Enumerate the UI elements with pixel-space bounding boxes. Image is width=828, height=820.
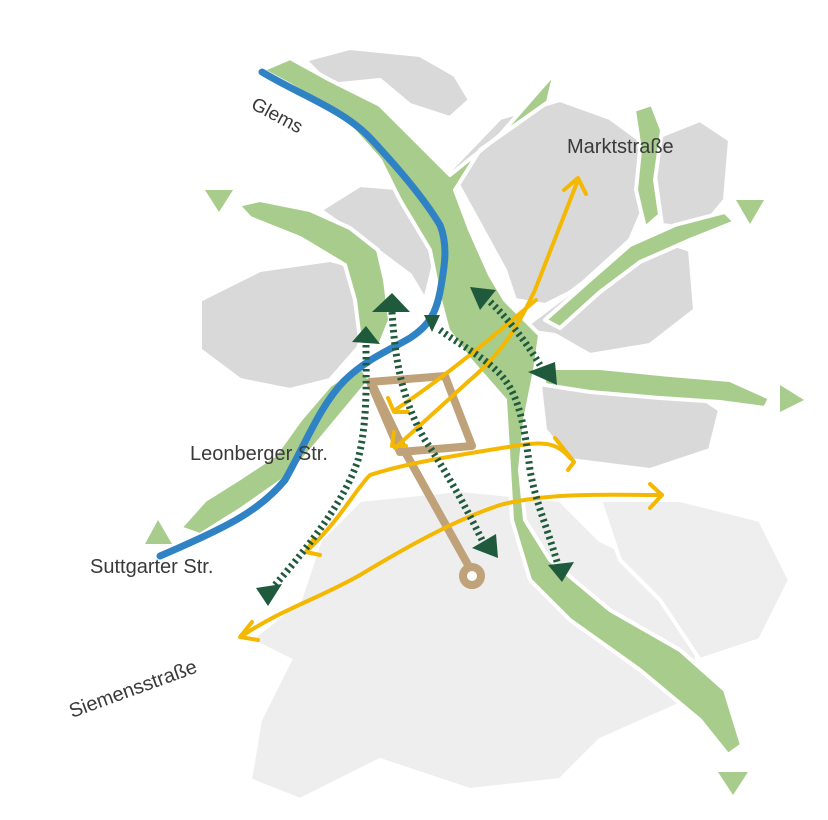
block-west: [198, 257, 375, 393]
route-marktstrasse: [393, 178, 580, 450]
route-leonberger: [306, 441, 572, 552]
triangle-icon: [736, 200, 764, 224]
triangle-arrow-icon: [470, 287, 496, 310]
pedestrian-loop: [366, 372, 485, 589]
triangle-arrow-icon: [256, 584, 282, 606]
green-connection-markers: [256, 287, 574, 606]
triangle-arrow-icon: [472, 534, 498, 558]
green-corridor-east: [538, 366, 772, 410]
circle-ring-icon: [459, 563, 485, 589]
street-label-marktstrasse: Marktstraße: [567, 136, 674, 158]
triangle-icon: [205, 190, 233, 212]
chevron-arrow-icon: [648, 482, 664, 510]
triangle-arrow-icon: [424, 315, 440, 332]
chevron-arrow-icon: [562, 176, 588, 196]
triangle-icon: [780, 385, 804, 412]
block-southeast: [597, 498, 793, 663]
street-label-stuttgarter: Suttgarter Str.: [90, 556, 213, 578]
chevron-arrow-icon: [238, 620, 260, 642]
connection-center: [437, 327, 562, 566]
triangle-arrow-icon: [528, 362, 557, 385]
connection-west-2: [388, 311, 486, 542]
triangle-icon: [145, 520, 172, 544]
triangle-arrow-icon: [372, 293, 410, 312]
green-corridor-east-far: [632, 102, 664, 230]
connection-northeast: [483, 295, 544, 367]
green-connections: [272, 295, 562, 588]
street-label-leonberger: Leonberger Str.: [190, 443, 328, 465]
triangle-icon: [718, 772, 748, 795]
triangle-arrow-icon: [352, 326, 380, 344]
green-corridor-northeast: [543, 210, 737, 330]
triangle-arrow-icon: [548, 562, 574, 582]
green-corridor-west-arm: [236, 198, 392, 347]
loop-tail: [368, 380, 476, 576]
route-marktstrasse-branch: [393, 298, 538, 412]
block-east-far: [647, 117, 733, 233]
connection-west-1: [272, 344, 370, 588]
edge-markers: [145, 190, 804, 795]
block-north: [301, 45, 473, 121]
chevron-arrow-icon: [386, 396, 410, 414]
traffic-routes: [238, 176, 664, 642]
chevron-arrow-icon: [390, 430, 408, 448]
route-siemensstrasse: [240, 492, 664, 638]
chevron-arrow-icon: [553, 436, 576, 472]
green-corridor-glems-north: [260, 56, 744, 757]
